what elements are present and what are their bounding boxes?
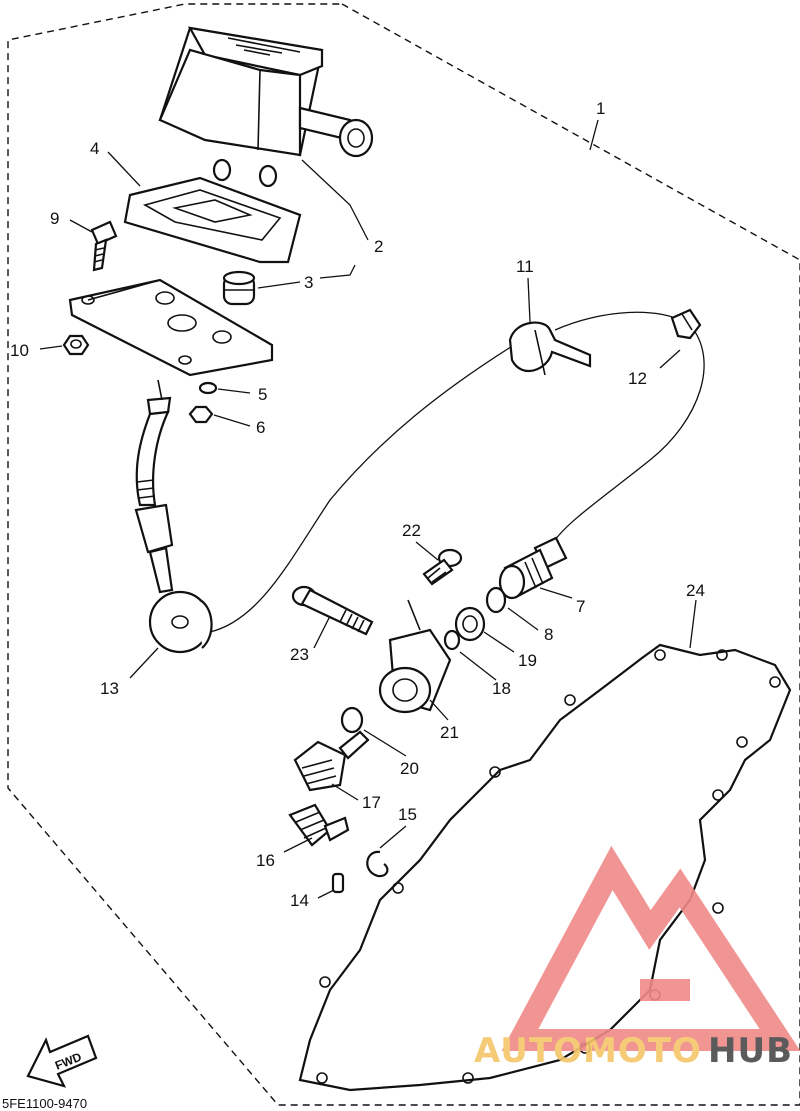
part-label-19: 19 <box>518 651 537 670</box>
drive-gear <box>288 803 350 847</box>
part-label-3: 3 <box>304 273 313 292</box>
part-label-6: 6 <box>256 418 265 437</box>
washer <box>198 381 218 395</box>
meter-bracket <box>68 278 274 377</box>
driven-gear <box>293 730 370 792</box>
bolt <box>90 220 118 272</box>
part-label-16: 16 <box>256 851 275 870</box>
circlip <box>366 850 389 878</box>
damper-plate <box>123 176 302 264</box>
part-label-23: 23 <box>290 645 309 664</box>
part-labels: 1 2 3 4 5 6 7 8 9 10 11 12 13 14 15 16 1… <box>10 99 705 910</box>
part-label-10: 10 <box>10 341 29 360</box>
cable-guide <box>670 308 702 340</box>
o-ring-20 <box>340 706 364 734</box>
grommet <box>222 270 256 306</box>
nut <box>62 334 90 356</box>
part-label-8: 8 <box>544 625 553 644</box>
part-label-20: 20 <box>400 759 419 778</box>
screw <box>422 548 463 586</box>
part-label-13: 13 <box>100 679 119 698</box>
watermark-brand-auto: AUTOMOTO <box>474 1031 702 1071</box>
fwd-arrow: FWD <box>26 1034 98 1088</box>
watermark-brand-hub: HUB <box>708 1031 793 1071</box>
watermark-logo-icon <box>501 845 800 1051</box>
o-ring <box>485 586 507 614</box>
part-label-2: 2 <box>374 237 383 256</box>
dowel-pin <box>331 872 345 894</box>
part-label-12: 12 <box>628 369 647 388</box>
part-label-21: 21 <box>440 723 459 742</box>
gasket <box>298 643 792 1092</box>
oil-seal <box>454 606 486 642</box>
part-label-17: 17 <box>362 793 381 812</box>
part-label-9: 9 <box>50 209 59 228</box>
nut-6 <box>188 405 214 424</box>
part-label-18: 18 <box>492 679 511 698</box>
long-bolt <box>291 585 374 636</box>
part-label-4: 4 <box>90 139 99 158</box>
speedometer-head <box>158 26 374 188</box>
part-label-5: 5 <box>258 385 267 404</box>
part-label-24: 24 <box>686 581 705 600</box>
washer-18 <box>443 629 461 651</box>
gear-housing <box>378 599 452 714</box>
part-label-11: 11 <box>516 257 534 276</box>
cable-drive-end <box>498 536 568 600</box>
meter-cable <box>134 311 705 654</box>
part-label-14: 14 <box>290 891 309 910</box>
cable-clamp <box>508 321 592 376</box>
part-label-1: 1 <box>596 99 605 118</box>
automotohub-watermark: AUTOMOTO HUB <box>474 845 800 1071</box>
assembly-outline <box>7 3 800 1106</box>
drawing-code: 5FE1100-9470 <box>2 1096 87 1111</box>
part-label-22: 22 <box>402 521 421 540</box>
part-label-15: 15 <box>398 805 417 824</box>
leader-lines <box>39 119 697 899</box>
part-label-7: 7 <box>576 597 585 616</box>
